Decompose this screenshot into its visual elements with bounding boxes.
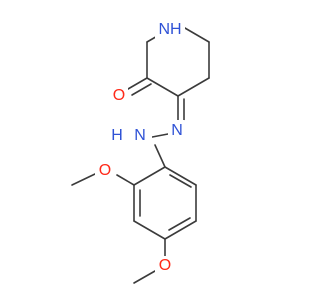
ortho-methoxy-bond-2	[71, 173, 96, 186]
hydrazone-h-label: H	[111, 127, 123, 144]
lactam-nh-label-bg	[155, 18, 185, 40]
ring-bond-c4-c3	[146, 77, 179, 97]
hydrazone-n-label: N	[171, 122, 183, 139]
aryl-bond-6	[133, 166, 166, 186]
para-methoxy-bond-2	[133, 270, 156, 284]
ring-bond-c5-c4	[177, 77, 210, 97]
ortho-oxygen-label-bg	[95, 160, 115, 182]
ortho-oxygen-label: O	[99, 162, 111, 179]
carbonyl-bond-1	[127, 77, 148, 90]
carbonyl-bond-2	[131, 83, 152, 96]
carbonyl-oxygen-label: O	[113, 87, 125, 104]
ortho-methoxy-bond-1	[116, 174, 135, 186]
para-oxygen-label-bg	[155, 256, 175, 278]
carbonyl-o-label-bg	[110, 86, 128, 106]
hydrazone-nh-n-label: N	[134, 127, 146, 144]
aryl-inner-bond-1	[169, 174, 192, 188]
aryl-inner-bond-2	[168, 217, 191, 231]
hydrazone-n-label-bg	[168, 120, 186, 140]
aryl-bond-4	[133, 220, 166, 240]
molecule-diagram: NH O N H N O O	[71, 18, 210, 284]
aryl-bond-3	[164, 220, 197, 240]
nh-aryl-bond	[154, 144, 166, 168]
lactam-nh-label: NH	[158, 21, 181, 38]
aryl-bond-1	[164, 166, 197, 186]
molecule-structure-svg: NH O N H N O O	[71, 18, 210, 284]
hydrazone-nh-label-bg	[108, 125, 152, 147]
para-oxygen-label: O	[159, 257, 171, 274]
